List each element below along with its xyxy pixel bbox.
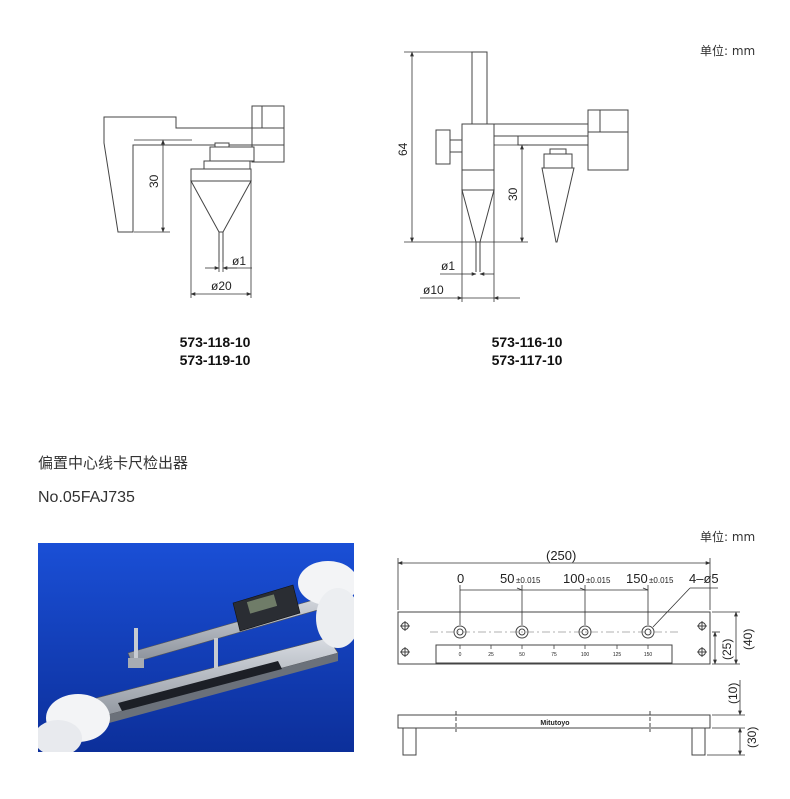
left-dim-tip: ø1 [232, 254, 246, 268]
pos-tol-50: ±0.015 [516, 576, 541, 585]
plate-length: (250) [546, 548, 576, 563]
left-dimension-lines [134, 139, 252, 298]
dim-10: (10) [726, 683, 740, 704]
left-model-numbers: 573-118-10 573-119-10 [150, 333, 280, 369]
scale-label-150: 150 [644, 652, 653, 658]
plate-scale-labels: 0 25 50 75 100 125 150 [459, 652, 653, 658]
left-caliper-drawing [103, 105, 285, 262]
right-dim-total: 64 [396, 142, 410, 156]
scale-label-125: 125 [613, 652, 622, 658]
product-photo [38, 543, 354, 752]
part-number: No.05FAJ735 [38, 489, 135, 506]
dim-25: (25) [720, 639, 734, 660]
left-dim-height: 30 [147, 174, 161, 188]
model-573-117-10: 573-117-10 [491, 352, 563, 368]
unit-label-top: 单位: mm [700, 44, 756, 58]
scale-label-50: 50 [519, 652, 525, 658]
right-dim-tip: ø1 [441, 259, 455, 273]
plate-scale-ticks [459, 645, 649, 649]
right-model-numbers: 573-116-10 573-117-10 [462, 333, 592, 369]
side-dimension-lines [707, 680, 745, 756]
product-title: 偏置中心线卡尺检出器 [38, 454, 189, 472]
unit-label-bottom: 单位: mm [700, 530, 756, 544]
scale-label-0: 0 [459, 652, 462, 658]
left-dim-base: ø20 [211, 279, 232, 293]
scale-label-100: 100 [581, 652, 590, 658]
model-573-116-10: 573-116-10 [491, 334, 563, 350]
dim-30: (30) [745, 727, 759, 748]
holes-callout: 4–ø5 [689, 571, 719, 586]
plate-top-view [397, 611, 711, 665]
pos-label-50: 50 [500, 571, 514, 586]
pos-label-150: 150 [626, 571, 648, 586]
pos-tol-150: ±0.015 [649, 576, 674, 585]
model-573-118-10: 573-118-10 [179, 334, 251, 350]
side-brand-mark: Mitutoyo [540, 720, 569, 727]
model-573-119-10: 573-119-10 [179, 352, 251, 368]
right-caliper-drawing [435, 51, 629, 272]
right-dimension-lines [404, 51, 528, 302]
dim-40: (40) [741, 629, 755, 650]
pos-label-0: 0 [457, 571, 464, 586]
pos-tol-100: ±0.015 [586, 576, 611, 585]
plate-side-view [397, 711, 711, 756]
product-photo-illustration [38, 543, 354, 752]
right-dim-base: ø10 [423, 283, 444, 297]
scale-label-25: 25 [488, 652, 494, 658]
pos-label-100: 100 [563, 571, 585, 586]
right-dim-height: 30 [506, 187, 520, 201]
scale-label-75: 75 [551, 652, 557, 658]
plate-dimension-lines [397, 558, 740, 665]
